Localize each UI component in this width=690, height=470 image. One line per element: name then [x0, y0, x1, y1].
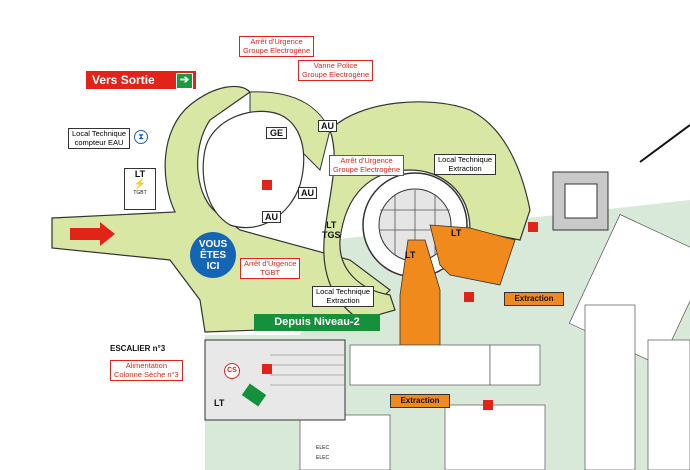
fire-extinguisher-icon [528, 222, 538, 232]
au-box-3: AU [262, 211, 281, 223]
north-arrow-icon [639, 124, 690, 163]
stair-room-label: LT [214, 398, 225, 408]
extraction-duct-2 [429, 224, 516, 286]
extraction-label-2: Extraction [390, 394, 450, 408]
fire-extinguisher-icon [483, 400, 493, 410]
au-box-1: AU [318, 120, 337, 132]
elec-label-1: ELEC [316, 445, 330, 451]
elec-label-2: ELEC [316, 455, 330, 461]
parking-stalls [299, 214, 690, 470]
water-meter-icon: ⧗ [134, 130, 148, 144]
fire-extinguisher-icon [262, 364, 272, 374]
exit-arrow-icon: ➔ [176, 73, 193, 89]
stairwell [204, 339, 346, 421]
ramp-room-label-1: LT [451, 228, 462, 238]
ramp-room-label-2: LT [405, 250, 416, 260]
from-level-2-label: Depuis Niveau-2 [254, 314, 380, 331]
electric-hazard-icon: ⚡ [133, 179, 147, 190]
direction-arrow-icon [70, 222, 115, 246]
you-are-here-marker: VOUS ÊTES ICI [190, 232, 236, 278]
fire-extinguisher-icon [464, 292, 474, 302]
extraction-label-1: Extraction [504, 292, 564, 306]
au-box-2: AU [298, 187, 317, 199]
dry-riser-marker: CS [224, 363, 240, 379]
exit-sign-label: Vers Sortie [92, 73, 155, 87]
exit-sign: Vers Sortie ➔ [86, 71, 196, 89]
technical-island [202, 110, 305, 229]
tgbt-room: LT ⚡ TGBT [124, 168, 156, 210]
staircase-label: ESCALIER n°3 [110, 344, 166, 353]
fire-extinguisher-icon [262, 180, 272, 190]
generator-room-label: GE [266, 127, 288, 139]
